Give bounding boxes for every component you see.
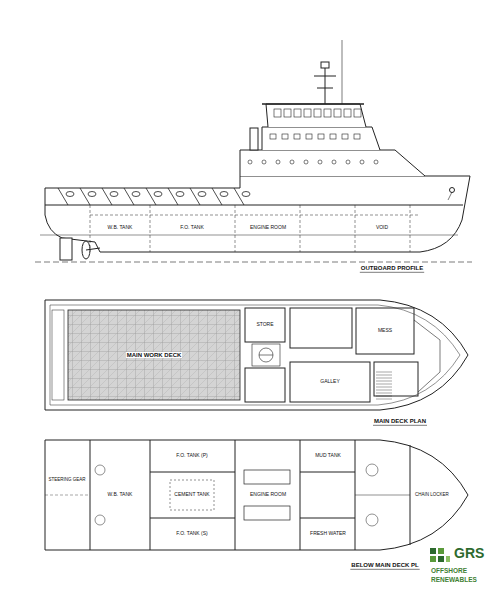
compartment-label: ENGINE ROOM — [249, 492, 287, 498]
main-deck-plan — [45, 300, 468, 410]
tank-label: F.O. TANK (S) — [175, 531, 208, 537]
tank-label: F.O. TANK (P) — [175, 453, 208, 459]
title-underline — [373, 425, 427, 426]
logo-text: GRS — [453, 546, 485, 561]
tank-label: W.B. TANK — [107, 492, 134, 498]
compartment-label: VOID — [375, 225, 389, 231]
logo-icon — [430, 548, 450, 562]
compartment-label: ENGINE ROOM — [249, 225, 287, 231]
compartment-label: STEERING GEAR — [47, 478, 86, 483]
tank-label: CEMENT TANK — [173, 492, 210, 498]
room-label: STORE — [255, 322, 274, 328]
compartment-label: CHAIN LOCKER — [414, 493, 450, 498]
title-underline — [350, 569, 419, 570]
room-label: GALLEY — [319, 379, 340, 385]
view-title: BELOW MAIN DECK PL — [350, 562, 419, 569]
tank-label: W.B. TANK — [107, 225, 134, 231]
view-title: MAIN DECK PLAN — [373, 418, 427, 425]
below-deck-plan — [45, 440, 468, 550]
room-label: MESS — [377, 328, 393, 334]
tank-label: MUD TANK — [314, 453, 342, 459]
logo-text: RENEWABLES — [430, 576, 478, 583]
outboard-profile — [35, 40, 472, 262]
tank-label: F.O. TANK — [179, 225, 204, 231]
deck-label: MAIN WORK DECK — [126, 352, 183, 359]
title-underline — [360, 272, 424, 273]
tank-label: FRESH WATER — [309, 531, 347, 537]
view-title: OUTBOARD PROFILE — [360, 265, 424, 272]
logo-text: OFFSHORE — [430, 567, 468, 574]
